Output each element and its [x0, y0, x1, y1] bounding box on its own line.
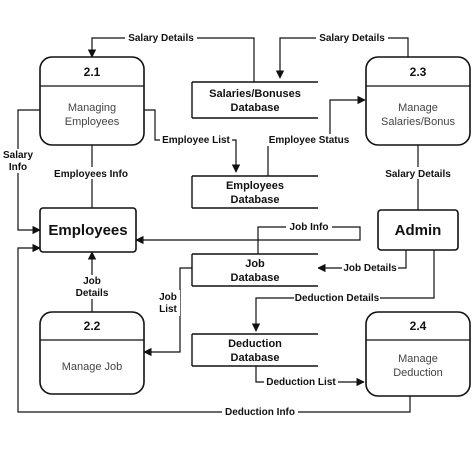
datastore-deduction-line1: Deduction	[228, 338, 282, 350]
flow-label-salary-info-line1: Salary	[3, 150, 33, 161]
datastore-deduction: Deduction Database	[191, 333, 318, 367]
datastore-job-line1: Job	[245, 258, 265, 270]
flow-label-job-list-line1: Job	[159, 292, 177, 303]
flow-label-job-details-admin: Job Details	[343, 263, 397, 274]
process-2-2: 2.2 Manage Job	[39, 311, 145, 395]
flow-label-deduction-list: Deduction List	[266, 377, 336, 388]
process-2-1-name-line1: Managing	[68, 102, 116, 114]
datastore-employees: Employees Database	[191, 175, 318, 209]
process-2-3-number: 2.3	[410, 65, 427, 79]
process-2-1: 2.1 Managing Employees	[39, 56, 145, 146]
datastore-job-line2: Database	[231, 272, 280, 284]
flow-label-salary-details-top-right: Salary Details	[319, 33, 385, 44]
datastore-salaries-line2: Database	[231, 102, 280, 114]
process-2-2-name: Manage Job	[62, 361, 123, 373]
entity-employees-label: Employees	[48, 222, 127, 239]
datastore-employees-line1: Employees	[226, 180, 284, 192]
process-2-1-number: 2.1	[84, 65, 101, 79]
datastore-salaries: Salaries/Bonuses Database	[191, 81, 318, 119]
process-2-1-name-line2: Employees	[65, 116, 120, 128]
flow-label-salary-details-top-left: Salary Details	[128, 33, 194, 44]
process-2-2-number: 2.2	[84, 319, 101, 333]
datastore-employees-line2: Database	[231, 194, 280, 206]
flow-label-job-info: Job Info	[290, 222, 329, 233]
flow-label-salary-details-admin: Salary Details	[385, 169, 451, 180]
flow-label-job-details-left-line1: Job	[83, 276, 101, 287]
process-2-4: 2.4 Manage Deduction	[365, 311, 471, 397]
datastore-job: Job Database	[191, 253, 318, 287]
process-2-4-number: 2.4	[410, 319, 427, 333]
process-2-4-name-line1: Manage	[398, 353, 438, 365]
flow-label-deduction-info: Deduction Info	[225, 407, 295, 418]
process-2-3-name-line2: Salaries/Bonus	[381, 116, 455, 128]
flow-line-job-info	[135, 226, 361, 254]
flow-label-employee-list: Employee List	[162, 135, 230, 146]
flow-line-deduction-info	[17, 243, 411, 413]
process-2-3-name-line1: Manage	[398, 102, 438, 114]
flow-label-deduction-details: Deduction Details	[295, 293, 380, 304]
datastore-deduction-line2: Database	[231, 352, 280, 364]
flow-label-employees-info: Employees Info	[54, 169, 128, 180]
flow-label-employee-status: Employee Status	[269, 135, 350, 146]
flow-label-job-list-line2: List	[159, 304, 177, 315]
entity-employees: Employees	[39, 207, 137, 253]
process-2-3: 2.3 Manage Salaries/Bonus	[365, 56, 471, 146]
entity-admin-label: Admin	[395, 222, 442, 239]
process-2-4-name-line2: Deduction	[393, 367, 443, 379]
flow-label-salary-info-line2: Info	[9, 162, 27, 173]
entity-admin: Admin	[377, 209, 459, 251]
datastore-salaries-line1: Salaries/Bonuses	[209, 88, 301, 100]
flow-line-employee-list	[144, 109, 241, 173]
flow-label-job-details-left-line2: Details	[76, 288, 109, 299]
